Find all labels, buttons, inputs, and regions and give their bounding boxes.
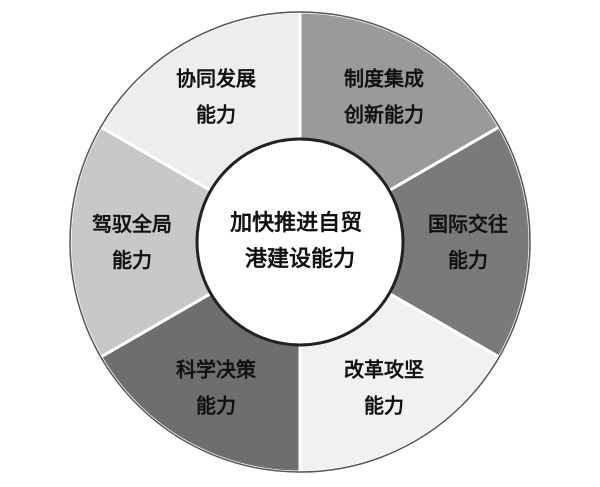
segment-label-4-line-2: 能力 bbox=[196, 394, 236, 418]
segment-label-5-line-1: 驾驭全局 bbox=[92, 212, 172, 236]
segment-label-2-line-1: 国际交往 bbox=[428, 212, 508, 236]
segment-label-6-line-1: 协同发展 bbox=[176, 67, 256, 91]
segment-label-5: 驾驭全局能力 bbox=[92, 212, 172, 272]
ring-outline bbox=[69, 11, 531, 473]
segment-label-4-line-1: 科学决策 bbox=[176, 358, 257, 382]
segment-label-5-line-2: 能力 bbox=[112, 248, 152, 272]
segment-label-2: 国际交往能力 bbox=[428, 212, 508, 272]
segment-label-6-line-2: 能力 bbox=[196, 103, 236, 127]
segment-label-1-line-2: 创新能力 bbox=[343, 103, 424, 127]
segment-label-3-line-1: 改革攻坚 bbox=[344, 358, 424, 382]
center-label-line-2: 港建设能力 bbox=[245, 246, 355, 272]
segment-label-2-line-2: 能力 bbox=[448, 248, 488, 272]
segment-label-3-line-2: 能力 bbox=[364, 394, 404, 418]
segment-label-4: 科学决策能力 bbox=[176, 358, 257, 418]
center-label-line-1: 加快推进自贸 bbox=[229, 210, 362, 236]
segment-label-1: 制度集成创新能力 bbox=[343, 67, 424, 127]
segment-label-1-line-1: 制度集成 bbox=[344, 67, 424, 91]
center-label: 加快推进自贸 港建设能力 bbox=[229, 210, 370, 272]
segment-label-6: 协同发展能力 bbox=[176, 67, 256, 127]
segment-label-3: 改革攻坚能力 bbox=[344, 358, 424, 418]
center-circle bbox=[195, 137, 405, 347]
